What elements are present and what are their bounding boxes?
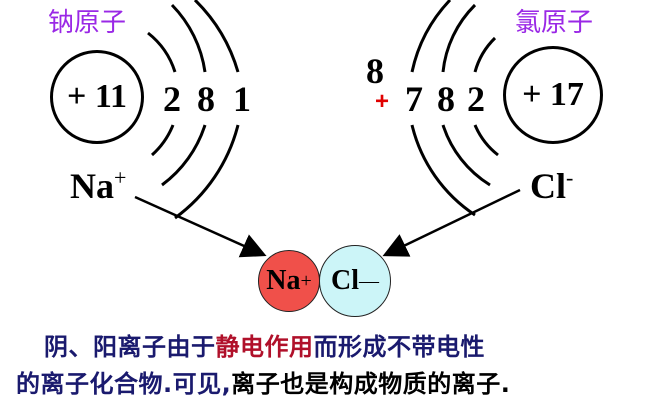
sodium-atom-title: 钠原子: [48, 8, 127, 38]
chlorine-atom-title: 氯原子: [515, 8, 594, 38]
caption-highlight-electrostatic: 静电作用: [215, 333, 314, 361]
chlorine-gained-electron-note: 8: [366, 51, 384, 91]
sodium-shell-2: 8: [197, 79, 215, 119]
sodium-ion-symbol: Na: [70, 166, 114, 206]
caption-line-2: 的离子化合物.可见,离子也是构成物质的离子.: [16, 364, 510, 399]
chlorine-gained-plus: +: [375, 88, 390, 115]
anion-charge: —: [359, 269, 379, 292]
chlorine-ion-symbol: Cl: [530, 166, 566, 206]
sodium-shell-3: 1: [233, 79, 251, 119]
chlorine-nucleus: + 17: [503, 46, 603, 144]
sodium-ion-label: Na+: [70, 165, 126, 207]
anion-symbol: Cl: [331, 265, 359, 296]
cation-charge: +: [300, 269, 312, 292]
chlorine-ion-charge: -: [566, 165, 574, 190]
chlorine-electron-shells: [410, 0, 499, 217]
sodium-arrow: [134, 195, 267, 258]
caption-line1-start: 阴、阳离子由于: [44, 333, 216, 361]
cation-symbol: Na: [266, 265, 301, 296]
caption-line1-end: 而形成不带电性: [313, 333, 485, 361]
caption-line2-start: 的离子化合物.可见,: [16, 370, 232, 398]
caption-line2-end: 离子也是构成物质的离子.: [231, 370, 511, 398]
chlorine-ion-label: Cl-: [530, 165, 573, 207]
sodium-electron-shells: [147, 0, 240, 220]
sodium-shell-1: 2: [163, 79, 181, 119]
sodium-ion-charge: +: [114, 165, 127, 190]
sodium-nucleus: + 11: [50, 50, 144, 144]
chlorine-shell-2: 8: [437, 79, 455, 119]
chlorine-shell-3: 7: [405, 79, 423, 119]
chlorine-shell-1: 2: [467, 79, 485, 119]
chlorine-arrow: [382, 188, 521, 257]
chloride-anion-ball: Cl—: [319, 245, 391, 317]
sodium-cation-ball: Na+: [258, 250, 320, 312]
caption-line-1: 阴、阳离子由于静电作用而形成不带电性: [44, 327, 485, 362]
